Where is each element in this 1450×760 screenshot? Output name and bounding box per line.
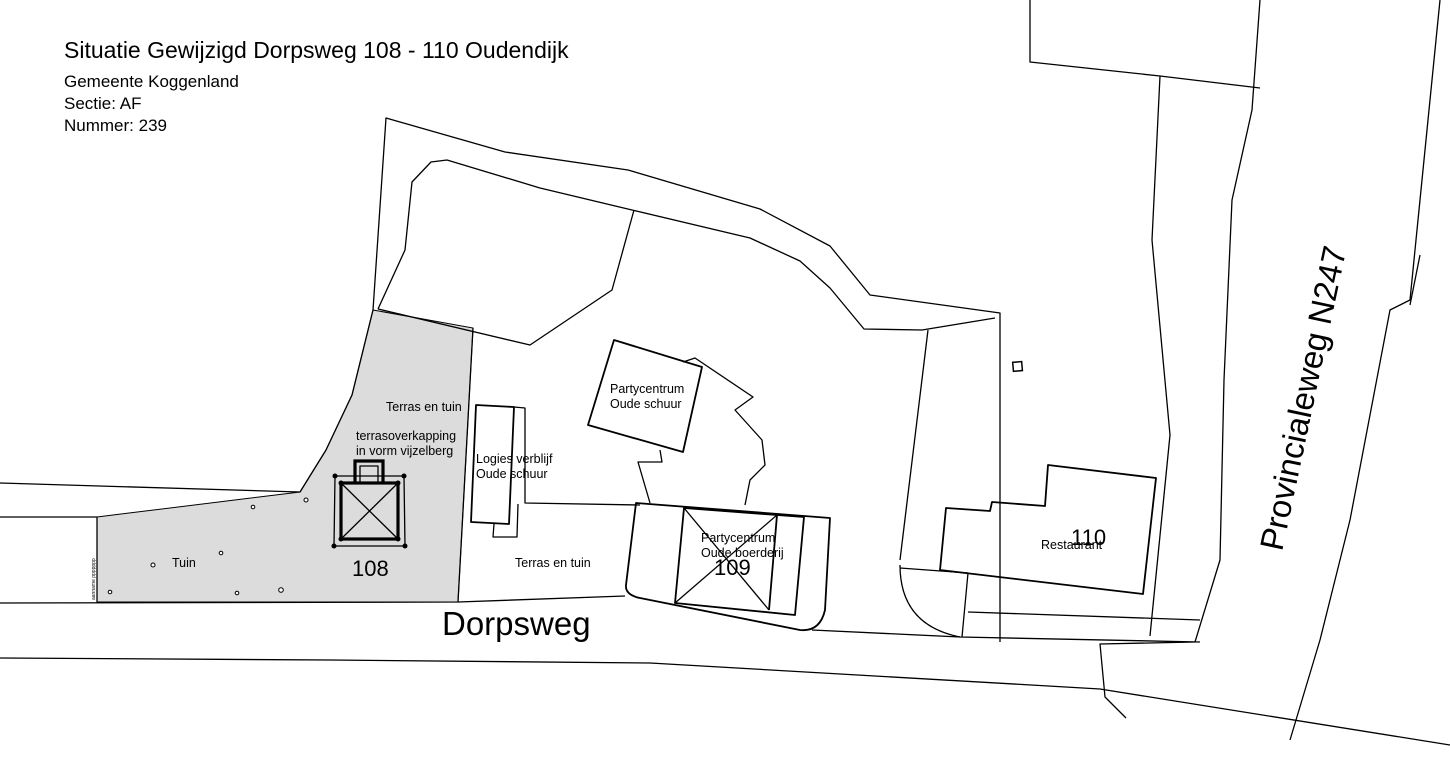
provincialeweg-east-edge — [1289, 0, 1441, 741]
overkapping-post-sw — [338, 536, 344, 542]
overkapping-corner-sw — [331, 543, 337, 549]
label-terrasoverkapping-1: terrasoverkapping — [356, 429, 456, 443]
meta-municipality: Gemeente Koggenland — [64, 72, 239, 91]
logies-small-annex — [492, 503, 519, 538]
terrace-irregular-outline — [682, 357, 766, 506]
label-party-boerderij-1: Partycentrum — [701, 531, 775, 545]
parcel-line-top-right — [1029, 0, 1261, 89]
provincialeweg-west-edge — [1099, 0, 1261, 719]
overkapping-corner-ne — [401, 473, 407, 479]
tree-point — [150, 562, 156, 568]
small-structure — [1011, 360, 1024, 373]
parcel-line-grey-edge — [457, 327, 474, 603]
label-tiny-vertical: aanname ppppppp — [91, 558, 97, 600]
parcel-110-curve — [899, 564, 961, 638]
overkapping-corner-se — [402, 543, 408, 549]
house-number-108: 108 — [352, 556, 389, 581]
label-party-schuur-2: Oude schuur — [610, 397, 682, 411]
house-number-109: 109 — [714, 555, 751, 580]
road-label-provincialeweg: Provincialeweg N247 — [1253, 243, 1354, 554]
building-partycentrum-oude-boerderij — [625, 502, 831, 632]
road-label-dorpsweg: Dorpsweg — [442, 605, 591, 642]
logies-extension — [513, 406, 641, 506]
terrace-irregular-outline-left — [637, 449, 663, 504]
overkapping-post-ne — [395, 480, 401, 486]
dorpsweg-north-edge-east — [811, 629, 1201, 643]
label-terrasoverkapping-2: in vorm vijzelberg — [356, 444, 453, 458]
building-partycentrum-oude-schuur — [587, 339, 703, 453]
garden-points — [107, 497, 309, 596]
parcel-110-west-edge — [899, 329, 929, 561]
label-party-boerderij-2: Oude boerderij — [701, 546, 784, 560]
label-logies-1: Logies verblijf — [476, 452, 553, 466]
building-restaurant-110 — [939, 464, 1157, 595]
overkapping-diag-2 — [340, 482, 399, 540]
house-number-110: 110 — [1071, 525, 1106, 550]
parcel-line-north — [377, 209, 635, 346]
meta-section: Sectie: AF — [64, 94, 141, 113]
label-terras-tuin-upper: Terras en tuin — [386, 400, 462, 414]
parcel-110-inner — [899, 567, 969, 638]
overkapping-frame — [339, 481, 400, 541]
plot-boundary-outer — [299, 117, 1001, 642]
building-109-divider — [768, 514, 778, 611]
label-restaurant: Restaurant — [1041, 538, 1103, 552]
label-party-schuur-1: Partycentrum — [610, 382, 684, 396]
overkapping-entrance — [353, 459, 385, 483]
parcel-right-divider — [1149, 75, 1171, 637]
dorpsweg-road — [0, 595, 1450, 746]
label-tuin: Tuin — [172, 556, 196, 570]
overkapping-post-se — [395, 536, 401, 542]
building-109-core — [674, 507, 805, 616]
building-logies-verblijf — [470, 404, 515, 525]
tree-point — [218, 550, 224, 556]
label-terras-tuin-lower: Terras en tuin — [515, 556, 591, 570]
terrasoverkapping-structure — [331, 459, 408, 549]
dorpsweg-south-edge — [0, 657, 1450, 746]
tree-point — [303, 497, 309, 503]
parcel-line-small-right — [1409, 254, 1421, 306]
tree-point — [107, 589, 113, 595]
label-logies-2: Oude schuur — [476, 467, 548, 481]
parcel-line-left-1 — [0, 482, 301, 493]
plot-boundary-inner — [377, 159, 996, 331]
map-title: Situatie Gewijzigd Dorpsweg 108 - 110 Ou… — [64, 37, 569, 63]
meta-number: Nummer: 239 — [64, 116, 167, 135]
parcel-110-south — [967, 611, 1201, 621]
overkapping-post-nw — [338, 480, 344, 486]
overkapping-corner-nw — [332, 473, 338, 479]
building-109-diag-2 — [674, 514, 778, 604]
overkapping-entrance-inner — [359, 465, 379, 483]
tree-point — [250, 504, 256, 510]
tree-point — [234, 590, 240, 596]
tree-point — [278, 587, 284, 593]
